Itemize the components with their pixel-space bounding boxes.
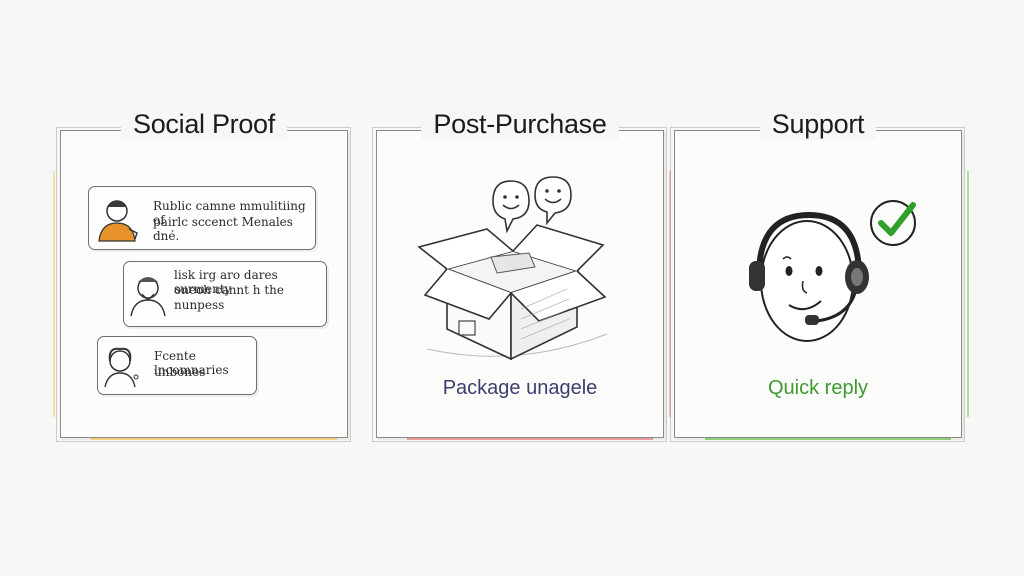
review-text-line: oneoh cannt h the bbox=[174, 283, 284, 297]
accent-line bbox=[53, 171, 55, 417]
review-text-line: lisk irg aro dares surmenty bbox=[174, 268, 278, 296]
person-avatar-icon bbox=[104, 347, 139, 388]
review-bubble: Rublic camne mmulitiing of pairlc sccenc… bbox=[88, 186, 316, 250]
review-text-line: nunpess bbox=[174, 298, 225, 312]
accent-line bbox=[407, 438, 653, 440]
checkmark-icon bbox=[870, 200, 916, 246]
review-text-line: pairlc sccenct Menales dné. bbox=[153, 215, 293, 243]
headset-face-icon bbox=[749, 211, 869, 342]
person-avatar-icon bbox=[130, 277, 166, 317]
panel-title: Support bbox=[675, 109, 961, 140]
accent-line bbox=[91, 438, 337, 440]
review-text-line: unbones bbox=[154, 365, 206, 379]
review-text-line: Fcente lncomnaries bbox=[154, 349, 229, 377]
accent-line bbox=[705, 438, 951, 440]
panel-title: Post-Purchase bbox=[377, 109, 663, 140]
accent-line bbox=[669, 171, 671, 417]
panel-caption: Quick reply bbox=[767, 377, 869, 399]
social-proof-panel: Social Proof Rublic camne mmulitiing of … bbox=[53, 109, 351, 442]
accent-line bbox=[967, 171, 969, 417]
review-text-line: Rublic camne mmulitiing of bbox=[153, 199, 306, 227]
support-panel: Support Quick reply bbox=[670, 109, 969, 442]
panel-title: Social Proof bbox=[61, 109, 347, 140]
post-purchase-panel: Post-Purchase Package unagele bbox=[372, 109, 671, 442]
panel-caption: Package unagele bbox=[442, 377, 598, 399]
open-box-icon bbox=[417, 224, 608, 361]
review-bubble: Fcente lncomnaries unbones bbox=[97, 336, 257, 395]
review-bubble: lisk irg aro dares surmenty oneoh cannt … bbox=[123, 261, 327, 327]
smiley-bubble-icon bbox=[492, 176, 572, 234]
person-avatar-icon bbox=[98, 200, 138, 242]
